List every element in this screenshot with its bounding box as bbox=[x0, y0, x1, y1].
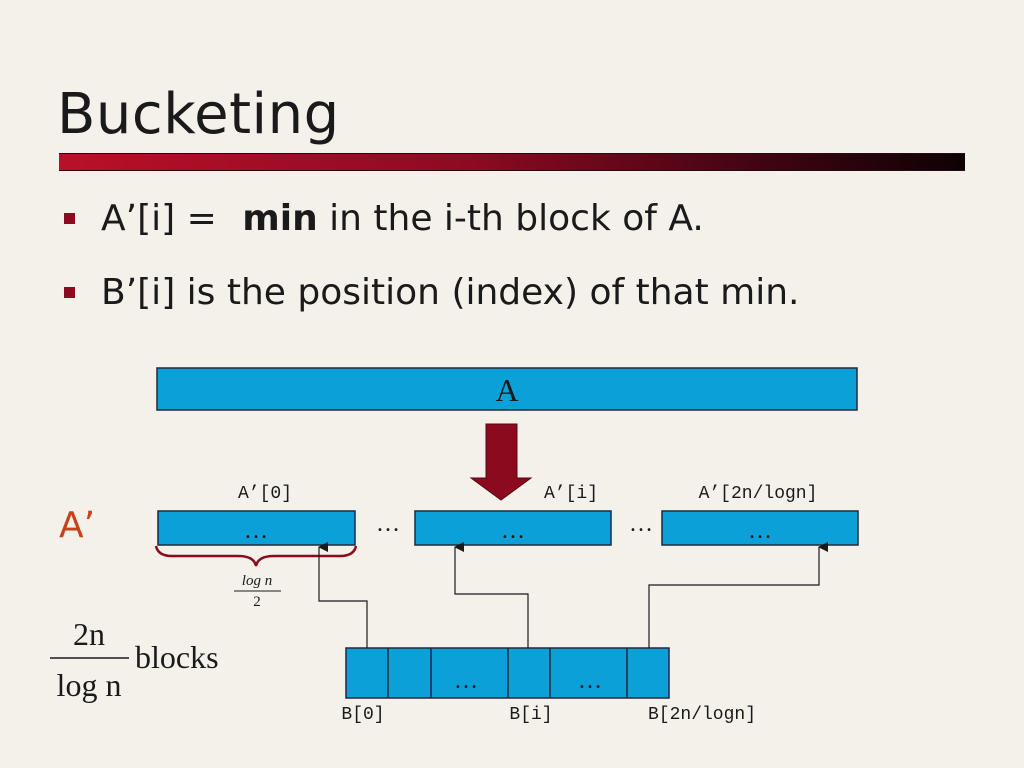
bullet-2-text: B’[i] is the position (index) of that mi… bbox=[101, 272, 800, 313]
a-prime-block-i bbox=[414, 510, 612, 546]
a-prime-block-last-ellipsis: … bbox=[748, 518, 772, 544]
gap-ellipsis-2: … bbox=[629, 511, 653, 537]
blocks-fraction-denominator: log n bbox=[57, 667, 122, 703]
pointer-arrow-blast-to-alast bbox=[648, 542, 828, 648]
brace-fraction-numerator: log n bbox=[242, 573, 272, 589]
gap-ellipsis-1: … bbox=[376, 511, 400, 537]
a-prime-side-label: A’ bbox=[59, 505, 95, 546]
a-prime-block-i-ellipsis: … bbox=[501, 518, 525, 544]
a-prime-index-label-last: A’[2n/logn] bbox=[699, 484, 818, 504]
a-prime-block-last bbox=[661, 510, 859, 546]
a-prime-block-0-ellipsis: … bbox=[244, 518, 268, 544]
slide-title: Bucketing bbox=[57, 82, 340, 147]
a-prime-block-0 bbox=[157, 510, 356, 546]
a-prime-index-label-i: A’[i] bbox=[544, 484, 598, 504]
b-index-label-last: B[2n/logn] bbox=[648, 705, 756, 725]
pointer-arrow-b0-to-a0 bbox=[318, 542, 368, 648]
bullet-1-post: in the i-th block of A. bbox=[317, 198, 704, 239]
bullet-square-icon bbox=[64, 287, 75, 298]
blocks-fraction-suffix: blocks bbox=[135, 639, 219, 675]
b-index-label-0: B[0] bbox=[341, 705, 384, 725]
down-arrow-icon bbox=[469, 423, 533, 501]
bullet-square-icon bbox=[64, 213, 75, 224]
b-index-label-i: B[i] bbox=[509, 705, 552, 725]
a-prime-index-label-0: A’[0] bbox=[238, 484, 292, 504]
b-cell-ellipsis-2: … bbox=[578, 668, 602, 694]
blocks-fraction-numerator: 2n bbox=[73, 616, 105, 652]
array-a-label: A bbox=[495, 372, 518, 408]
curly-brace-icon bbox=[154, 545, 358, 567]
bullet-1-pre: A’[i] = bbox=[101, 198, 229, 239]
array-a-box bbox=[156, 367, 858, 411]
b-cell-ellipsis-1: … bbox=[454, 668, 478, 694]
bullet-1-bold: min bbox=[242, 198, 318, 239]
bullet-item-2: B’[i] is the position (index) of that mi… bbox=[64, 272, 799, 313]
title-underline-bar bbox=[59, 153, 965, 171]
bullet-item-1: A’[i] = min in the i-th block of A. bbox=[64, 198, 704, 239]
pointer-arrow-bi-to-ai bbox=[454, 542, 529, 648]
brace-fraction-denominator: 2 bbox=[253, 594, 261, 610]
